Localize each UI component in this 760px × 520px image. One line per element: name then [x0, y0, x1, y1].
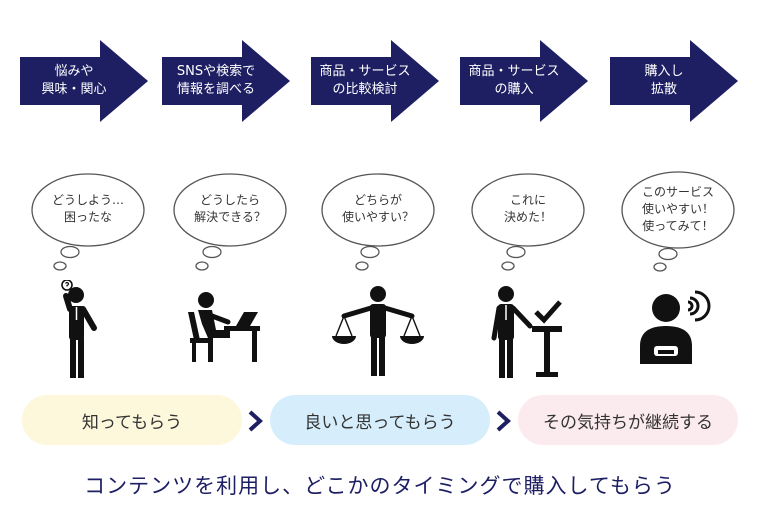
- step-label-4: 商品・サービス の購入: [468, 64, 560, 97]
- thought-bubble-5: このサービス 使いやすい！ 使ってみて！: [618, 168, 738, 276]
- chevron-right-icon: [248, 410, 263, 432]
- person-balance-scale-icon: [328, 280, 428, 380]
- step-arrow-2: SNSや検索で 情報を調べる: [162, 40, 290, 122]
- step-arrow-1: 悩みや 興味・関心: [20, 40, 148, 122]
- phase-pill-1: 知ってもらう: [22, 395, 242, 445]
- thought-text-3: どちらが 使いやすい？: [341, 193, 414, 224]
- step-label-2: SNSや検索で 情報を調べる: [176, 64, 256, 97]
- step-label-3: 商品・サービス の比較検討: [319, 64, 411, 97]
- thought-text-5: このサービス 使いやすい！ 使ってみて！: [641, 184, 714, 233]
- person-at-computer-icon: [180, 280, 280, 380]
- person-sharing-icon: [628, 280, 728, 380]
- chevron-right-icon: [496, 410, 511, 432]
- thought-bubble-2: どうしたら 解決できる？: [170, 168, 290, 276]
- phase-pill-2: 良いと思ってもらう: [270, 395, 490, 445]
- thought-bubble-3: どちらが 使いやすい？: [318, 168, 438, 276]
- step-label-5: 購入し 拡散: [644, 64, 684, 97]
- thought-text-4: これに 決めた！: [503, 193, 552, 224]
- phase-pill-3: その気持ちが継続する: [518, 395, 738, 445]
- step-label-1: 悩みや 興味・関心: [41, 64, 107, 97]
- step-arrow-3: 商品・サービス の比較検討: [311, 40, 439, 122]
- step-arrow-4: 商品・サービス の購入: [460, 40, 588, 122]
- thought-text-2: どうしたら 解決できる？: [194, 193, 266, 224]
- thought-bubble-1: どうしよう… 困ったな: [28, 168, 148, 276]
- thinking-person-icon: [36, 280, 136, 380]
- person-checkmark-podium-icon: [478, 280, 578, 380]
- thought-bubble-4: これに 決めた！: [468, 168, 588, 276]
- footer-caption: コンテンツを利用し、どこかのタイミングで購入してもらう: [84, 474, 676, 498]
- thought-text-1: どうしよう… 困ったな: [51, 193, 124, 224]
- step-arrow-5: 購入し 拡散: [610, 40, 738, 122]
